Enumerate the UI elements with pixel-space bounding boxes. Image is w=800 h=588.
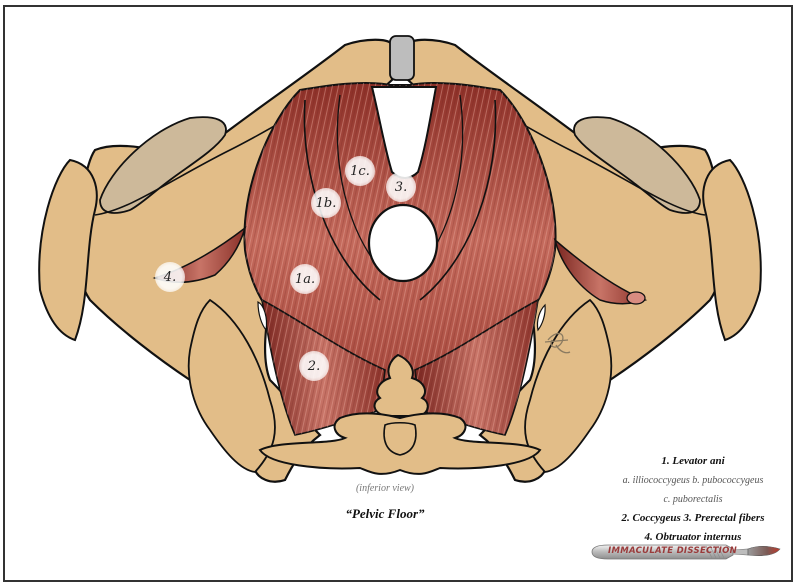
label-2: 2. xyxy=(299,351,329,381)
legend-item-coccygeus-prerectal: 2. Coccygeus 3. Prerectal fibers xyxy=(621,512,765,524)
left-ilium-wing xyxy=(38,158,98,342)
legend-item-puborectalis: c. puborectalis xyxy=(663,494,723,505)
artist-signature xyxy=(544,332,571,354)
view-caption: (inferior view) xyxy=(355,483,415,494)
label-1c: 1c. xyxy=(345,156,375,186)
label-3: 3. xyxy=(386,172,416,202)
legend: 1. Levator ani a. illiococcygeus b. pubo… xyxy=(598,452,788,547)
label-1b: 1b. xyxy=(311,188,341,218)
left-iliac-fossa xyxy=(99,116,227,214)
legend-item-obturator: 4. Obtruator internus xyxy=(644,531,742,543)
logo-text: IMMACULATE DISSECTION xyxy=(608,546,738,556)
pubic-symphysis xyxy=(389,35,415,81)
sacrum xyxy=(258,412,542,475)
label-4: 4. xyxy=(155,262,185,292)
figure-title: “Pelvic Floor” xyxy=(345,506,425,521)
label-1a: 1a. xyxy=(290,264,320,294)
right-iliac-fossa xyxy=(573,116,701,214)
right-ilium-wing xyxy=(702,158,762,342)
left-ischium xyxy=(187,298,276,473)
legend-item-levator-subparts: a. illiococcygeus b. pubococcygeus xyxy=(622,475,764,486)
immaculate-dissection-logo: IMMACULATE DISSECTION xyxy=(588,541,783,563)
coccyx xyxy=(373,353,429,417)
scalpel-icon xyxy=(591,544,781,560)
legend-item-levator-ani: 1. Levator ani xyxy=(661,455,725,467)
right-ischium xyxy=(524,298,613,473)
rectal-opening xyxy=(367,203,439,283)
